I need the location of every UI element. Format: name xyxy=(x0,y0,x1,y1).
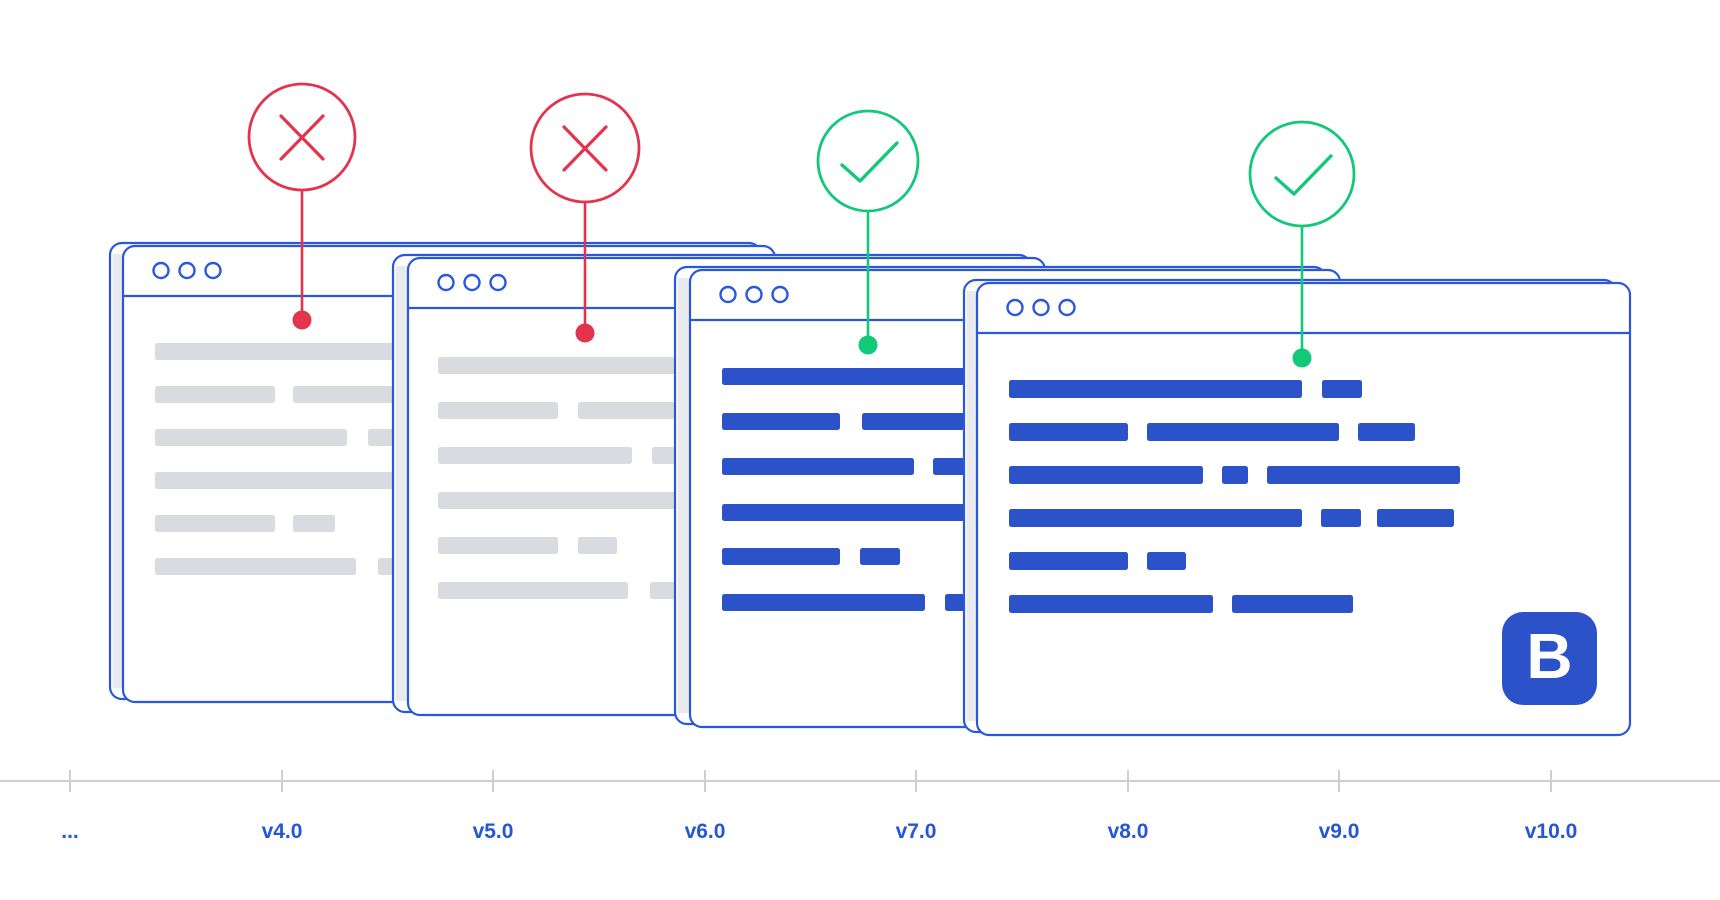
timeline-label-v100: v10.0 xyxy=(1525,820,1578,843)
check-circle xyxy=(816,109,920,213)
content-bar xyxy=(722,458,914,475)
content-bar xyxy=(155,515,275,532)
titlebar-circle-icon xyxy=(152,261,170,280)
titlebar-circle-icon xyxy=(745,285,763,304)
titlebar-circle-icon xyxy=(489,273,507,292)
content-bar xyxy=(293,386,400,403)
content-bar xyxy=(1009,466,1203,484)
cross-icon xyxy=(279,114,325,161)
content-bar xyxy=(722,504,975,521)
cross-marker-2 xyxy=(529,92,641,343)
timeline-label-ellipsis: ... xyxy=(61,820,79,843)
content-bar xyxy=(578,402,690,419)
timeline-label-v50: v5.0 xyxy=(473,820,514,843)
connector-dot xyxy=(292,310,312,330)
browser-window-4 xyxy=(962,278,1632,737)
content-bar xyxy=(1321,509,1361,527)
cross-icon xyxy=(562,125,608,172)
content-bar xyxy=(1322,380,1362,398)
content-bar xyxy=(438,447,632,464)
titlebar-circle-icon xyxy=(437,273,455,292)
content-bar xyxy=(293,515,335,532)
timeline-label-v90: v9.0 xyxy=(1319,820,1360,843)
titlebar-circle-icon xyxy=(1058,298,1076,317)
timeline-label-v70: v7.0 xyxy=(896,820,937,843)
content-bar xyxy=(438,582,628,599)
content-bar xyxy=(1147,423,1339,441)
check-icon xyxy=(840,141,899,183)
content-bar xyxy=(722,368,975,385)
content-bar xyxy=(578,537,617,554)
content-bar xyxy=(155,343,400,360)
content-bar xyxy=(1267,466,1460,484)
titlebar-circle-icon xyxy=(771,285,789,304)
content-bar xyxy=(1009,423,1128,441)
content-bar xyxy=(722,413,840,430)
window-spine xyxy=(677,278,690,713)
window-spine xyxy=(966,291,977,721)
content-bar xyxy=(155,558,356,575)
content-bar xyxy=(722,594,925,611)
content-bar xyxy=(438,402,558,419)
titlebar-circle-icon xyxy=(463,273,481,292)
content-bar xyxy=(862,413,975,430)
timeline-label-v40: v4.0 xyxy=(262,820,303,843)
version-timeline: ... v4.0 v5.0 v6.0 v7.0 v8.0 v9.0 v10.0 xyxy=(0,770,1720,843)
check-circle xyxy=(1248,120,1356,228)
titlebar-circle-icon xyxy=(719,285,737,304)
titlebar-circle-icon xyxy=(178,261,196,280)
timeline-label-v80: v8.0 xyxy=(1108,820,1149,843)
cross-marker-1 xyxy=(247,82,357,330)
content-bar xyxy=(1009,509,1302,527)
check-icon xyxy=(1274,154,1333,196)
timeline-label-v60: v6.0 xyxy=(685,820,726,843)
window-spine xyxy=(395,266,408,701)
connector-dot xyxy=(575,323,595,343)
content-bar xyxy=(438,492,690,509)
titlebar-circle-icon xyxy=(1006,298,1024,317)
connector-dot xyxy=(1292,348,1312,368)
content-bar xyxy=(860,548,900,565)
content-bar xyxy=(155,386,275,403)
content-bar xyxy=(1147,552,1186,570)
content-bar xyxy=(1009,595,1213,613)
check-marker-4 xyxy=(1248,120,1356,368)
content-bar xyxy=(438,537,558,554)
window-spine xyxy=(112,254,123,688)
content-bar xyxy=(1232,595,1353,613)
content-bar xyxy=(1009,380,1302,398)
bootstrap-logo: B xyxy=(1502,612,1597,705)
bootstrap-logo-letter: B xyxy=(1526,619,1573,692)
content-bar xyxy=(722,548,840,565)
content-bar xyxy=(438,357,690,374)
content-bar xyxy=(1222,466,1248,484)
content-bar xyxy=(1377,509,1454,527)
content-bar xyxy=(1358,423,1415,441)
check-marker-3 xyxy=(816,109,920,355)
content-bar xyxy=(155,429,347,446)
titlebar-circle-icon xyxy=(1032,298,1050,317)
connector-dot xyxy=(858,335,878,355)
content-bar xyxy=(1009,552,1128,570)
titlebar-circle-icon xyxy=(204,261,222,280)
content-bar xyxy=(155,472,400,489)
